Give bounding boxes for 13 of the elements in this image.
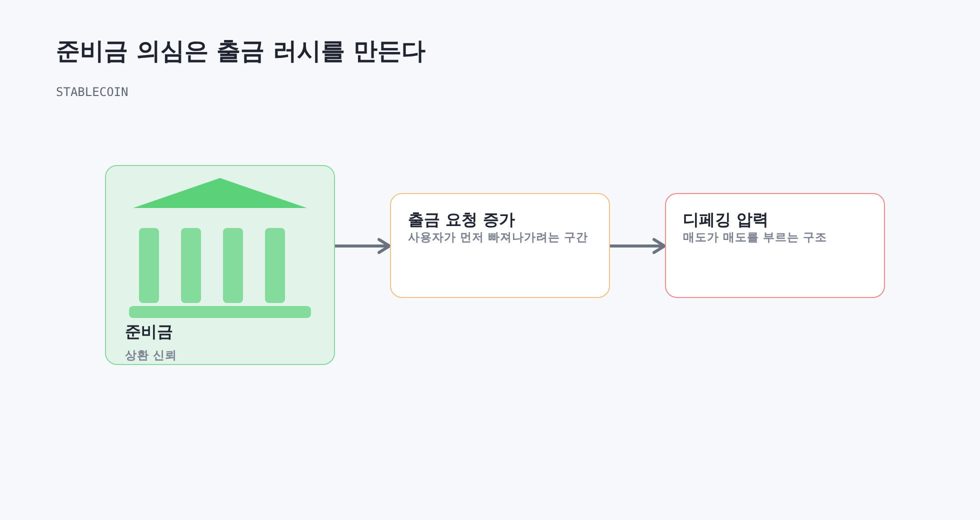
process-box xyxy=(105,165,335,365)
node-title: 디페깅 압력 xyxy=(683,209,769,230)
node-description: 매도가 매도를 부르는 구조 xyxy=(683,230,828,245)
arrow xyxy=(335,238,391,254)
node-description: 상환 신뢰 xyxy=(125,348,178,363)
process-box xyxy=(665,193,885,298)
diagram-title: 준비금 의심은 출금 러시를 만든다 xyxy=(56,36,426,67)
node-title: 출금 요청 증가 xyxy=(408,209,516,230)
node-title: 준비금 xyxy=(125,321,173,342)
node-description: 사용자가 먼저 빠져나가려는 구간 xyxy=(408,230,588,245)
arrow xyxy=(610,238,666,254)
category-label: STABLECOIN xyxy=(56,84,128,100)
process-box xyxy=(390,193,610,298)
